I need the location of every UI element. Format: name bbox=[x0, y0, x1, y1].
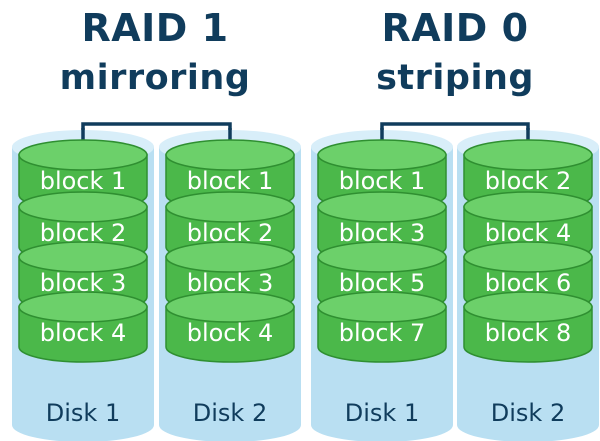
disk-label: Disk 1 bbox=[345, 399, 419, 427]
block-top bbox=[463, 139, 593, 171]
block-label: block 1 bbox=[187, 167, 274, 195]
raid0-title: RAID 0 bbox=[381, 6, 529, 50]
block-label: block 7 bbox=[339, 319, 426, 347]
block-top bbox=[317, 291, 447, 323]
block-top bbox=[18, 291, 148, 323]
block-cylinder: block 7 bbox=[317, 291, 447, 363]
block-cylinder: block 4 bbox=[165, 291, 295, 363]
block-top bbox=[463, 291, 593, 323]
block-cylinder: block 8 bbox=[463, 291, 593, 363]
block-top bbox=[317, 241, 447, 273]
block-top bbox=[18, 139, 148, 171]
block-label: block 4 bbox=[187, 319, 274, 347]
raid1-title: RAID 1 bbox=[81, 6, 229, 50]
raid1-subtitle: mirroring bbox=[59, 58, 251, 98]
disk-label: Disk 2 bbox=[193, 399, 267, 427]
block-label: block 8 bbox=[485, 319, 572, 347]
block-label: block 1 bbox=[339, 167, 426, 195]
block-top bbox=[317, 139, 447, 171]
block-cylinder: block 4 bbox=[18, 291, 148, 363]
block-top bbox=[18, 191, 148, 223]
block-top bbox=[18, 241, 148, 273]
block-top bbox=[317, 191, 447, 223]
block-top bbox=[165, 139, 295, 171]
block-top bbox=[463, 241, 593, 273]
disk-label: Disk 1 bbox=[46, 399, 120, 427]
block-label: block 1 bbox=[40, 167, 127, 195]
raid0-subtitle: striping bbox=[376, 58, 534, 98]
block-top bbox=[165, 241, 295, 273]
block-label: block 2 bbox=[485, 167, 572, 195]
block-top bbox=[165, 191, 295, 223]
block-top bbox=[463, 191, 593, 223]
block-label: block 4 bbox=[40, 319, 127, 347]
block-top bbox=[165, 291, 295, 323]
disk-label: Disk 2 bbox=[491, 399, 565, 427]
